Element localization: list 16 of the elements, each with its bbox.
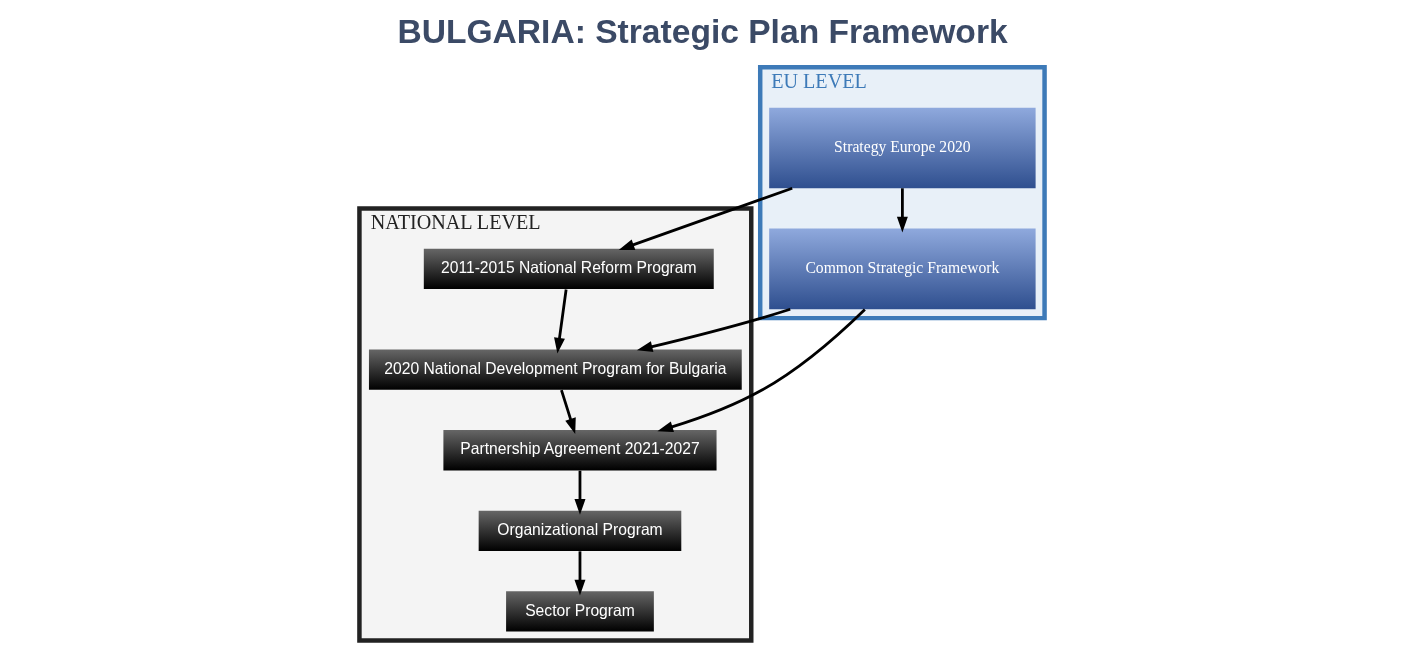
diagram-title: BULGARIA: Strategic Plan Framework xyxy=(397,12,1008,50)
arrow xyxy=(574,551,586,596)
node-box: Partnership Agreement 2021-2027 xyxy=(443,430,717,471)
arrow xyxy=(657,308,866,433)
node-box: 2020 National Development Program for Bulgaria xyxy=(368,349,742,390)
node-box: Organizational Program xyxy=(478,510,682,551)
arrow xyxy=(560,389,576,434)
node-box: Strategy Europe 2020 xyxy=(769,107,1036,189)
arrow xyxy=(574,470,586,515)
node-box: Sector Program xyxy=(506,591,654,632)
node-box: Common Strategic Framework xyxy=(769,228,1036,310)
arrow xyxy=(554,289,568,354)
arrow xyxy=(896,188,908,233)
arrow xyxy=(636,307,791,353)
node-box: 2011-2015 National Reform Program xyxy=(423,248,714,289)
arrow xyxy=(618,186,793,250)
